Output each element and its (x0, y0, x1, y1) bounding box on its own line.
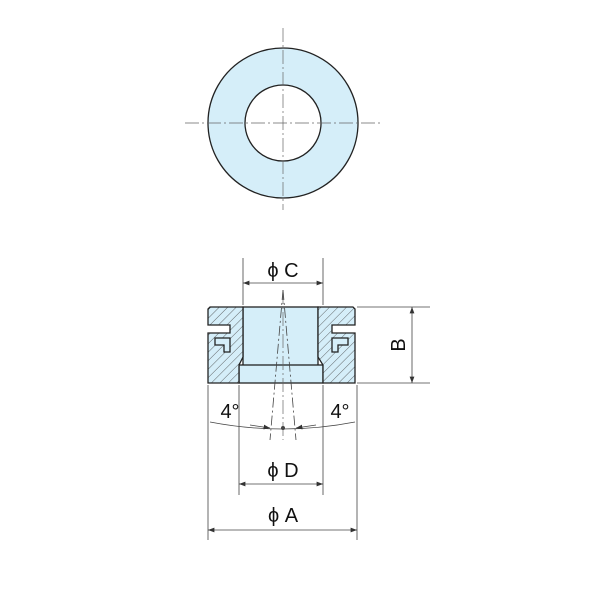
vertex-point (281, 426, 285, 430)
counterbore (238, 364, 324, 384)
section-view (207, 289, 356, 441)
dimension-label-b: B (388, 338, 410, 351)
dimension-label-dia-a: ϕ A (268, 505, 299, 527)
dimension-label-dia-d: ϕ D (267, 460, 298, 482)
dimensions (207, 258, 430, 540)
right-seal-groove (331, 337, 349, 353)
top-view (185, 28, 382, 210)
dimension-label-dia-c: ϕ C (267, 260, 298, 282)
left-seal-groove (214, 337, 231, 353)
ring-washer (207, 47, 359, 199)
angle-label-right: 4° (330, 401, 349, 423)
angle-label-left: 4° (220, 401, 239, 423)
